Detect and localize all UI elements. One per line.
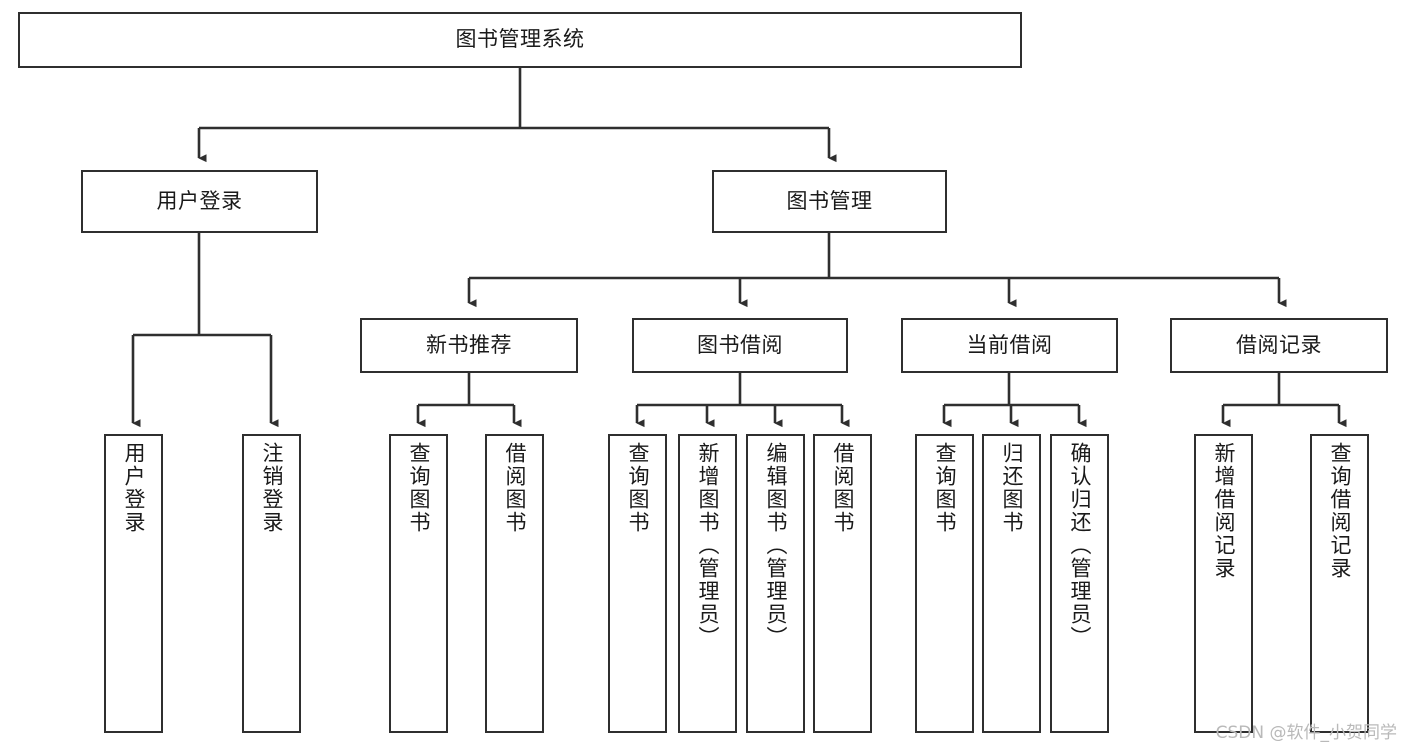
leaf-borrow-borrow-book[interactable]: 借阅图书 <box>813 434 872 733</box>
leaf-current-return-book[interactable]: 归还图书 <box>982 434 1041 733</box>
node-label: 用户登录 <box>122 442 146 534</box>
leaf-user-login[interactable]: 用户登录 <box>104 434 163 733</box>
node-book-borrow[interactable]: 图书借阅 <box>632 318 848 373</box>
node-label: 查询图书 <box>626 442 650 534</box>
leaf-borrow-edit-book-admin[interactable]: 编辑图书（管理员） <box>746 434 805 733</box>
node-new-book-recommend[interactable]: 新书推荐 <box>360 318 578 373</box>
node-book-management[interactable]: 图书管理 <box>712 170 947 233</box>
node-root-system[interactable]: 图书管理系统 <box>18 12 1022 68</box>
node-label: 注销登录 <box>260 442 284 534</box>
node-label: 借阅记录 <box>1236 332 1322 357</box>
node-label: 当前借阅 <box>966 332 1053 357</box>
leaf-user-logout[interactable]: 注销登录 <box>242 434 301 733</box>
node-label: 图书管理 <box>786 188 873 213</box>
node-label: 新书推荐 <box>426 332 512 357</box>
leaf-record-query-borrow-record[interactable]: 查询借阅记录 <box>1310 434 1369 733</box>
node-label: 借阅图书 <box>831 442 855 534</box>
leaf-current-query-book[interactable]: 查询图书 <box>915 434 974 733</box>
node-label: 查询借阅记录 <box>1328 442 1352 580</box>
leaf-record-add-borrow-record[interactable]: 新增借阅记录 <box>1194 434 1253 733</box>
node-user-login[interactable]: 用户登录 <box>81 170 318 233</box>
watermark: CSDN @软件_小贺同学 <box>1215 723 1397 743</box>
node-label: 用户登录 <box>156 188 243 213</box>
node-label: 新增借阅记录 <box>1212 442 1236 580</box>
node-borrow-record[interactable]: 借阅记录 <box>1170 318 1388 373</box>
leaf-current-confirm-return-admin[interactable]: 确认归还（管理员） <box>1050 434 1109 733</box>
node-label: 查询图书 <box>933 442 957 534</box>
leaf-borrow-add-book-admin[interactable]: 新增图书（管理员） <box>678 434 737 733</box>
node-label: 图书管理系统 <box>455 27 585 52</box>
leaf-borrow-query-book[interactable]: 查询图书 <box>608 434 667 733</box>
node-label: 查询图书 <box>407 442 431 534</box>
node-label: 新增图书（管理员） <box>696 442 720 649</box>
node-label: 归还图书 <box>1000 442 1024 534</box>
node-label: 确认归还（管理员） <box>1068 442 1092 649</box>
leaf-recommend-borrow-book[interactable]: 借阅图书 <box>485 434 544 733</box>
node-label: 编辑图书（管理员） <box>764 442 788 649</box>
node-label: 借阅图书 <box>503 442 527 534</box>
leaf-recommend-query-book[interactable]: 查询图书 <box>389 434 448 733</box>
node-current-borrow[interactable]: 当前借阅 <box>901 318 1118 373</box>
node-label: 图书借阅 <box>697 332 783 357</box>
